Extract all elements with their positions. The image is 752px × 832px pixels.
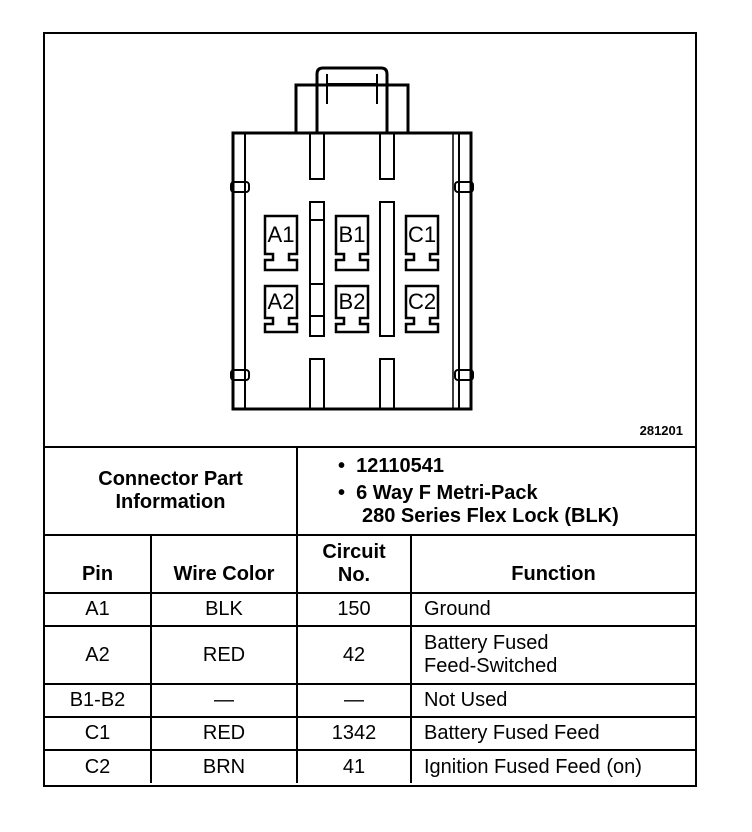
connector-body	[231, 131, 473, 411]
latch-housing	[294, 83, 410, 135]
table-row: A1 BLK 150 Ground	[45, 592, 695, 627]
pin-label-b1: B1	[339, 222, 366, 247]
table-row: C1 RED 1342 Battery Fused Feed	[45, 716, 695, 751]
pin-cavity-c1	[404, 214, 440, 272]
pin-cavity-b2	[334, 284, 370, 334]
connector-info-row: Connector Part Information • 12110541 • …	[45, 446, 695, 536]
pinout-table: Connector Part Information • 12110541 • …	[45, 446, 695, 783]
table-row: B1-B2 — — Not Used	[45, 683, 695, 718]
pin-label-c1: C1	[408, 222, 436, 247]
pin-cavity-b1	[334, 214, 370, 272]
part-number: 12110541	[356, 454, 445, 477]
connector-diagram: A1 B1 C1 A2 B2 C2 281201	[45, 34, 695, 446]
pin-label-c2: C2	[408, 289, 436, 314]
pin-label-a1: A1	[268, 222, 295, 247]
pin-cavity-a2	[263, 284, 299, 334]
header-wire-color: Wire Color	[150, 534, 298, 594]
table-row: A2 RED 42 Battery Fused Feed-Switched	[45, 625, 695, 685]
latch-tab	[315, 66, 389, 133]
connector-drawing: A1 B1 C1 A2 B2 C2	[230, 66, 474, 411]
connector-info-label: Connector Part Information	[45, 446, 298, 536]
connector-description: 6 Way F Metri-Pack	[356, 481, 538, 504]
figure-id: 281201	[639, 423, 683, 438]
connector-info-values: • 12110541 • 6 Way F Metri-Pack 280 Seri…	[296, 446, 695, 536]
table-header-row: Pin Wire Color Circuit No. Function	[45, 534, 695, 594]
header-function: Function	[410, 534, 695, 594]
table-row: C2 BRN 41 Ignition Fused Feed (on)	[45, 749, 695, 783]
pin-label-a2: A2	[268, 289, 295, 314]
pin-label-b2: B2	[339, 289, 366, 314]
pin-cavity-a1	[263, 214, 299, 272]
connector-sheet: A1 B1 C1 A2 B2 C2 281201 Connector Part …	[43, 32, 697, 787]
header-circuit: Circuit No.	[296, 534, 412, 594]
header-pin: Pin	[45, 534, 152, 594]
pin-cavity-c2	[404, 284, 440, 334]
